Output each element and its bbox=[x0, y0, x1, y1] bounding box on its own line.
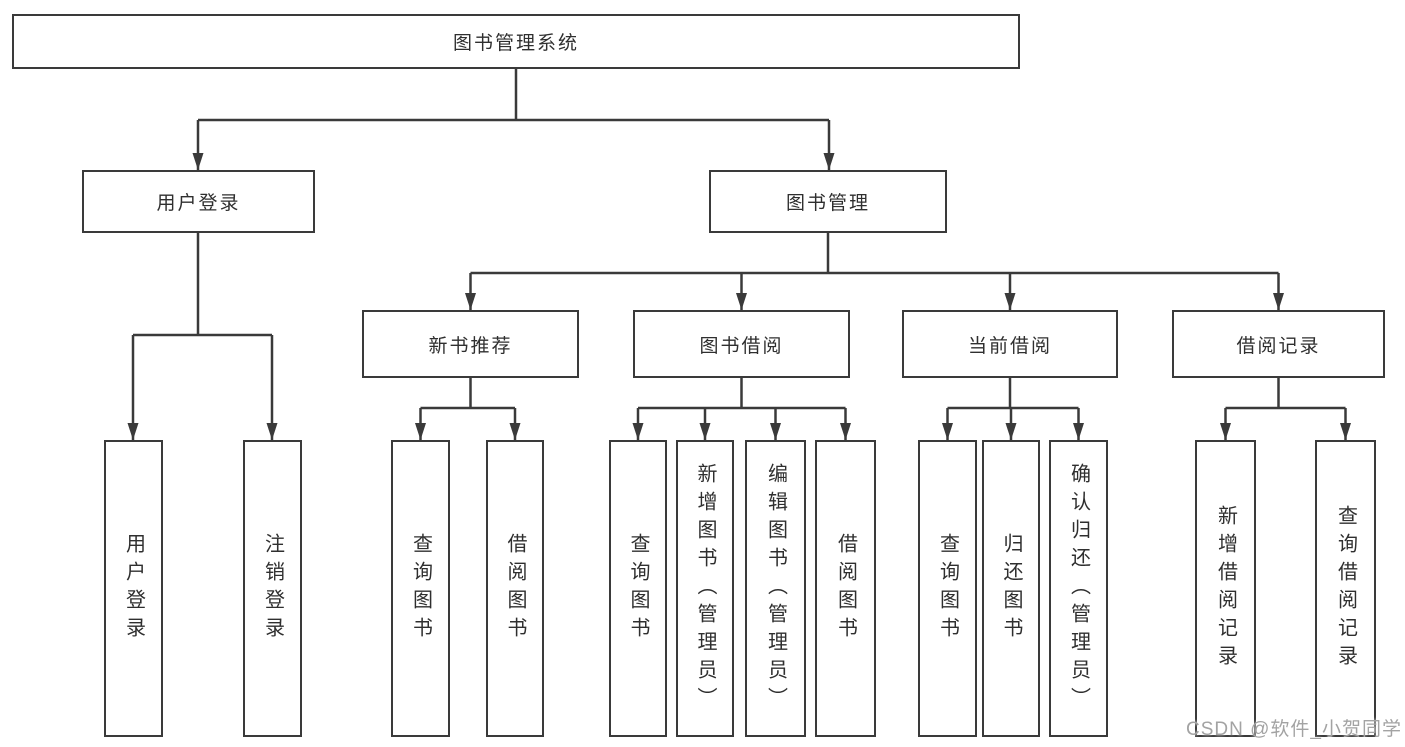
leaf-confirm-return-admin: 确认归还（管理员） bbox=[1049, 440, 1108, 737]
connector-user-login-split bbox=[133, 233, 272, 337]
leaf-return-book-label: 归还图书 bbox=[1000, 532, 1022, 645]
leaf-add-book-admin: 新增图书（管理员） bbox=[676, 440, 734, 737]
leaf-query-borrow-record-label: 查询借阅记录 bbox=[1334, 504, 1357, 673]
connector-arrows bbox=[127, 120, 1351, 440]
node-new-book-recommend-label: 新书推荐 bbox=[428, 335, 513, 357]
node-root-system: 图书管理系统 bbox=[12, 14, 1020, 69]
node-book-management: 图书管理 bbox=[709, 170, 947, 233]
connector-current-borrow-split bbox=[947, 378, 1079, 410]
leaf-add-borrow-record: 新增借阅记录 bbox=[1195, 440, 1256, 737]
leaf-add-book-admin-label: 新增图书（管理员） bbox=[694, 462, 716, 715]
node-root-label: 图书管理系统 bbox=[452, 33, 579, 54]
connector-new-book-split bbox=[420, 378, 515, 410]
leaf-edit-book-admin: 编辑图书（管理员） bbox=[745, 440, 806, 737]
leaf-borrow-books-recommend-label: 借阅图书 bbox=[504, 532, 526, 645]
leaf-query-books-recommend-label: 查询图书 bbox=[409, 532, 432, 645]
leaf-user-login: 用户登录 bbox=[104, 440, 163, 737]
connector-borrow-record-split bbox=[1225, 378, 1346, 410]
node-borrowing-records: 借阅记录 bbox=[1172, 310, 1385, 378]
leaf-query-books-recommend: 查询图书 bbox=[391, 440, 450, 737]
leaf-borrow-books-recommend: 借阅图书 bbox=[486, 440, 544, 737]
leaf-logout-label: 注销登录 bbox=[261, 532, 284, 645]
leaf-query-books-borrowing-label: 查询图书 bbox=[627, 532, 649, 645]
node-user-login: 用户登录 bbox=[82, 170, 315, 233]
node-book-management-label: 图书管理 bbox=[785, 193, 870, 214]
leaf-return-book: 归还图书 bbox=[982, 440, 1040, 737]
node-user-login-label: 用户登录 bbox=[156, 193, 241, 214]
connector-book-borrow-split bbox=[638, 378, 846, 410]
leaf-borrow-books-label: 借阅图书 bbox=[834, 532, 857, 645]
node-book-borrowing: 图书借阅 bbox=[633, 310, 850, 378]
leaf-query-books-current-label: 查询图书 bbox=[936, 532, 959, 645]
leaf-query-books-current: 查询图书 bbox=[918, 440, 977, 737]
node-new-book-recommend: 新书推荐 bbox=[362, 310, 579, 378]
node-current-borrowing-label: 当前借阅 bbox=[967, 335, 1052, 357]
leaf-add-borrow-record-label: 新增借阅记录 bbox=[1214, 504, 1237, 673]
leaf-confirm-return-admin-label: 确认归还（管理员） bbox=[1067, 462, 1090, 715]
leaf-query-books-borrowing: 查询图书 bbox=[609, 440, 667, 737]
leaf-edit-book-admin-label: 编辑图书（管理员） bbox=[764, 462, 787, 715]
connector-root-split bbox=[198, 69, 829, 122]
node-current-borrowing: 当前借阅 bbox=[902, 310, 1118, 378]
node-borrowing-records-label: 借阅记录 bbox=[1236, 335, 1321, 357]
connector-skeleton bbox=[133, 69, 1346, 410]
node-book-borrowing-label: 图书借阅 bbox=[699, 335, 784, 357]
leaf-user-login-label: 用户登录 bbox=[122, 532, 145, 645]
connector-book-mgmt-split bbox=[470, 233, 1279, 275]
leaf-logout: 注销登录 bbox=[243, 440, 302, 737]
leaf-query-borrow-record: 查询借阅记录 bbox=[1315, 440, 1376, 737]
csdn-watermark: CSDN @软件_小贺同学 bbox=[1186, 719, 1402, 740]
leaf-borrow-books: 借阅图书 bbox=[815, 440, 876, 737]
